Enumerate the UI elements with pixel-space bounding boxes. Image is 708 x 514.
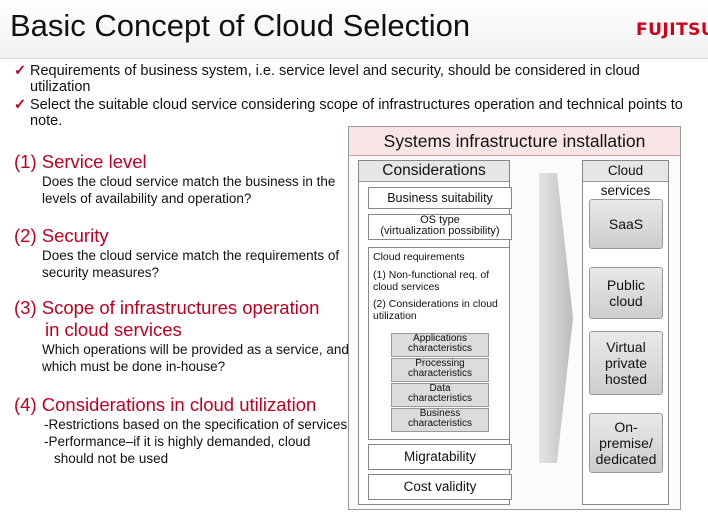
req-title: Cloud requirements [373, 251, 465, 263]
section-security: (2) Security Does the cloud service matc… [14, 225, 349, 281]
service-on-premise-dedicated: On-premise/dedicated [589, 413, 663, 473]
section-service-level: (1) Service level Does the cloud service… [14, 151, 349, 207]
section-title: (3) Scope of infrastructures operation [14, 297, 320, 318]
section-list: -Restrictions based on the specification… [44, 416, 349, 467]
fujitsu-logo: FUJITSU [636, 20, 708, 40]
service-saas: SaaS [589, 199, 663, 249]
bullet-item: ✓Requirements of business system, i.e. s… [14, 63, 640, 95]
check-icon: ✓ [14, 97, 27, 113]
header: Basic Concept of Cloud Selection FUJITSU [0, 0, 708, 59]
intro-bullets: ✓Requirements of business system, i.e. s… [14, 63, 704, 131]
req-item: (1) Non-functional req. of cloud service… [373, 268, 490, 294]
section-title: (2) Security [14, 225, 109, 246]
section-desc: Does the cloud service match the busines… [42, 174, 336, 206]
section-title-cont: in cloud services [45, 319, 182, 340]
right-arrow-icon [539, 173, 573, 463]
cloud-services-header: Cloud services [583, 161, 668, 198]
section-desc: Does the cloud service match the require… [42, 248, 340, 280]
check-icon: ✓ [14, 63, 27, 79]
section-considerations: (4) Considerations in cloud utilization … [14, 394, 349, 467]
section-title: (4) Considerations in cloud utilization [14, 394, 317, 415]
page-title: Basic Concept of Cloud Selection [10, 8, 471, 43]
list-item: -Restrictions based on the specification… [44, 417, 348, 432]
section-scope: (3) Scope of infrastructures operation i… [14, 297, 349, 375]
section-title: (1) Service level [14, 151, 147, 172]
considerations-header: Considerations [359, 161, 509, 182]
infrastructure-diagram: Systems infrastructure installation Cons… [348, 126, 681, 510]
migratability-box: Migratability [368, 444, 512, 470]
diagram-title: Systems infrastructure installation [349, 127, 680, 156]
list-item: -Performance–if it is highly demanded, c… [44, 434, 311, 466]
considerations-panel: Considerations Business suitability OS t… [358, 160, 512, 505]
cloud-requirements-box: Cloud requirements (1) Non-functional re… [368, 247, 510, 440]
os-type-box: OS type (virtualization possibility) [368, 214, 512, 240]
business-suitability-box: Business suitability [368, 187, 512, 209]
req-item: (2) Considerations in cloud utilization [373, 297, 498, 323]
section-desc: Which operations will be provided as a s… [42, 342, 349, 374]
bullet-item: ✓Select the suitable cloud service consi… [14, 97, 683, 129]
cost-validity-box: Cost validity [368, 474, 512, 500]
